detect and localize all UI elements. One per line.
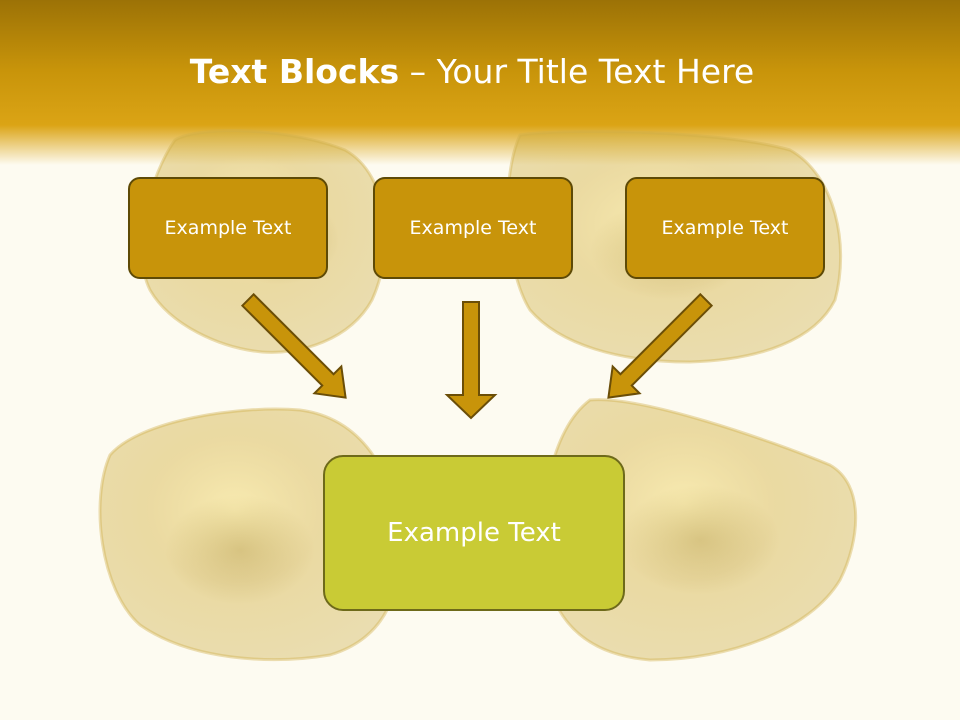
arrow-right — [607, 292, 714, 399]
title-bold: Text Blocks — [189, 52, 400, 91]
text-block-1: Example Text — [128, 177, 328, 279]
text-block-3: Example Text — [625, 177, 825, 279]
text-block-3-label: Example Text — [661, 217, 789, 239]
text-block-1-label: Example Text — [164, 217, 292, 239]
arrow-left — [240, 292, 347, 399]
slide-title: Text Blocks – Your Title Text Here — [0, 52, 944, 91]
text-block-2-label: Example Text — [409, 217, 537, 239]
target-block-label: Example Text — [387, 518, 561, 548]
arrow-center — [444, 301, 498, 420]
text-block-2: Example Text — [373, 177, 573, 279]
target-block: Example Text — [323, 455, 625, 611]
title-rest: – Your Title Text Here — [399, 52, 755, 91]
